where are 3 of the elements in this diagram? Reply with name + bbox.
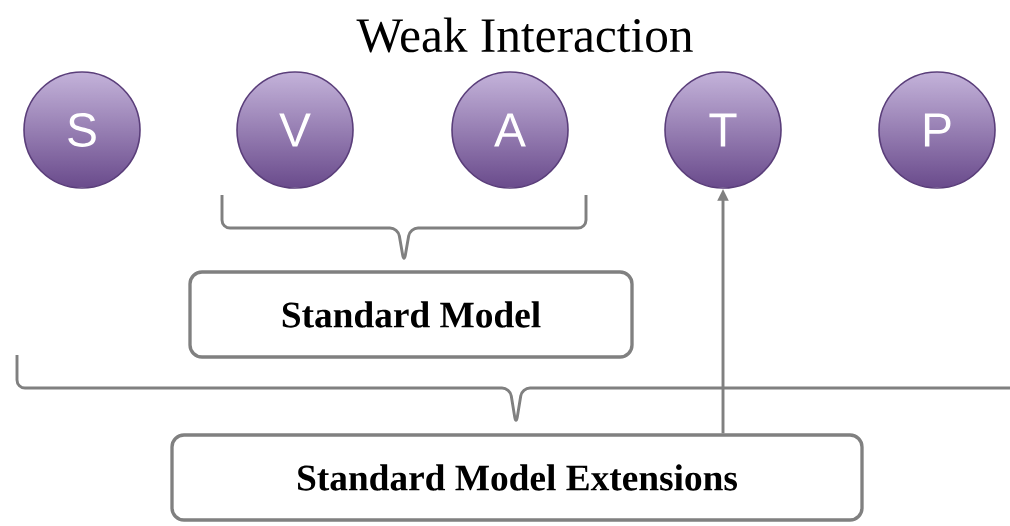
label-box: Standard Model (188, 270, 634, 359)
label-box: Standard Model Extensions (170, 433, 864, 522)
title: Weak Interaction (356, 17, 693, 53)
